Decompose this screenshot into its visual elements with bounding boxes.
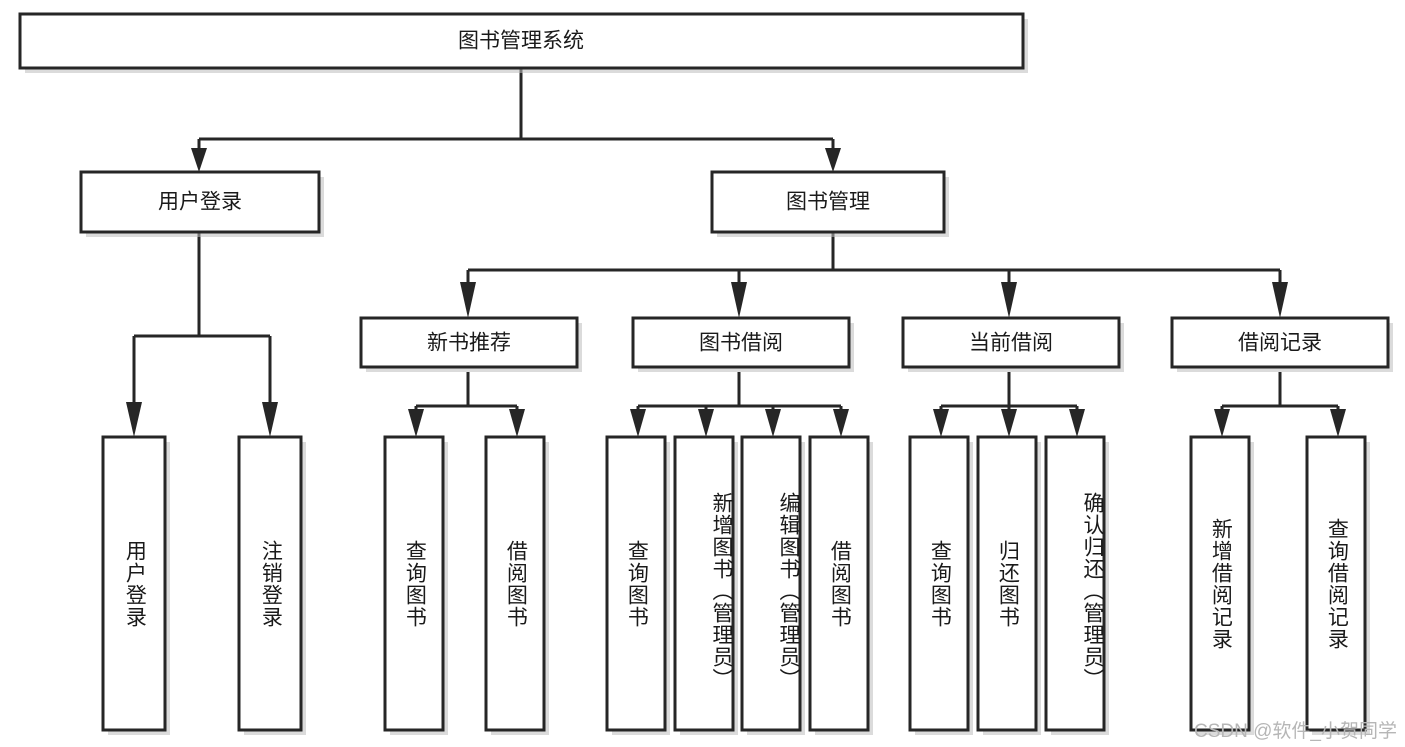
arrow-head-leaf-borrow-book-1 xyxy=(509,409,525,437)
node-box-leaf-logout[interactable] xyxy=(237,435,303,732)
node-box-book-borrow[interactable] xyxy=(631,316,851,369)
arrow-head-leaf-add-record xyxy=(1214,409,1230,437)
node-box-user-login[interactable] xyxy=(79,170,321,234)
node-label-root: 图书管理系统 xyxy=(458,30,584,53)
arrow-head-new-book-rec xyxy=(460,282,476,318)
node-label-borrow-record: 借阅记录 xyxy=(1238,332,1322,355)
node-box-borrow-record[interactable] xyxy=(1170,316,1390,369)
arrow-head-leaf-borrow-book-2 xyxy=(833,409,849,437)
csdn-watermark: CSDN @软件_小贺同学 xyxy=(1194,721,1397,742)
node-box-leaf-user-login[interactable] xyxy=(101,435,167,732)
arrow-head-leaf-return-book xyxy=(1001,409,1017,437)
node-label-book-manage: 图书管理 xyxy=(786,191,870,214)
arrow-head-leaf-query-book-3 xyxy=(933,409,949,437)
node-label-current-borrow: 当前借阅 xyxy=(969,332,1053,355)
node-layer: 图书管理系统 用户登录 图书管理 新书推荐 图书借阅 当前借阅 借阅记录 xyxy=(18,12,1393,735)
connector-layer xyxy=(126,68,1346,437)
node-label-book-borrow: 图书借阅 xyxy=(699,332,783,355)
arrow-head-borrow-record xyxy=(1272,282,1288,318)
node-label-user-login: 用户登录 xyxy=(158,191,242,214)
arrow-head-leaf-edit-book xyxy=(765,409,781,437)
node-box-leaf-confirm-return[interactable] xyxy=(1044,435,1106,732)
arrow-head-leaf-query-book-1 xyxy=(408,409,424,437)
arrow-head-leaf-logout xyxy=(262,402,278,437)
node-box-leaf-borrow-book-1[interactable] xyxy=(484,435,546,732)
node-box-leaf-query-book-3[interactable] xyxy=(908,435,970,732)
arrow-head-user-login xyxy=(191,148,207,172)
node-label-new-book-rec: 新书推荐 xyxy=(427,332,511,355)
node-box-book-manage[interactable] xyxy=(710,170,946,234)
node-box-current-borrow[interactable] xyxy=(901,316,1121,369)
arrow-head-leaf-user-login xyxy=(126,402,142,437)
arrow-head-book-borrow xyxy=(731,282,747,318)
node-box-leaf-edit-book[interactable] xyxy=(740,435,802,732)
arrow-head-leaf-confirm-return xyxy=(1069,409,1085,437)
node-box-leaf-borrow-book-2[interactable] xyxy=(808,435,870,732)
node-box-leaf-return-book[interactable] xyxy=(976,435,1038,732)
node-box-leaf-query-book-1[interactable] xyxy=(383,435,445,732)
arrow-head-book-manage xyxy=(825,148,841,172)
node-box-root[interactable] xyxy=(18,12,1025,70)
arrow-head-current-borrow xyxy=(1001,282,1017,318)
node-box-new-book-rec[interactable] xyxy=(359,316,579,369)
arrow-head-leaf-add-book xyxy=(698,409,714,437)
arrow-head-leaf-query-book-2 xyxy=(630,409,646,437)
node-box-leaf-add-record[interactable] xyxy=(1189,435,1251,732)
node-box-leaf-add-book[interactable] xyxy=(673,435,735,732)
node-box-leaf-query-book-2[interactable] xyxy=(605,435,667,732)
node-box-leaf-query-record[interactable] xyxy=(1305,435,1367,732)
arrow-head-leaf-query-record xyxy=(1330,409,1346,437)
